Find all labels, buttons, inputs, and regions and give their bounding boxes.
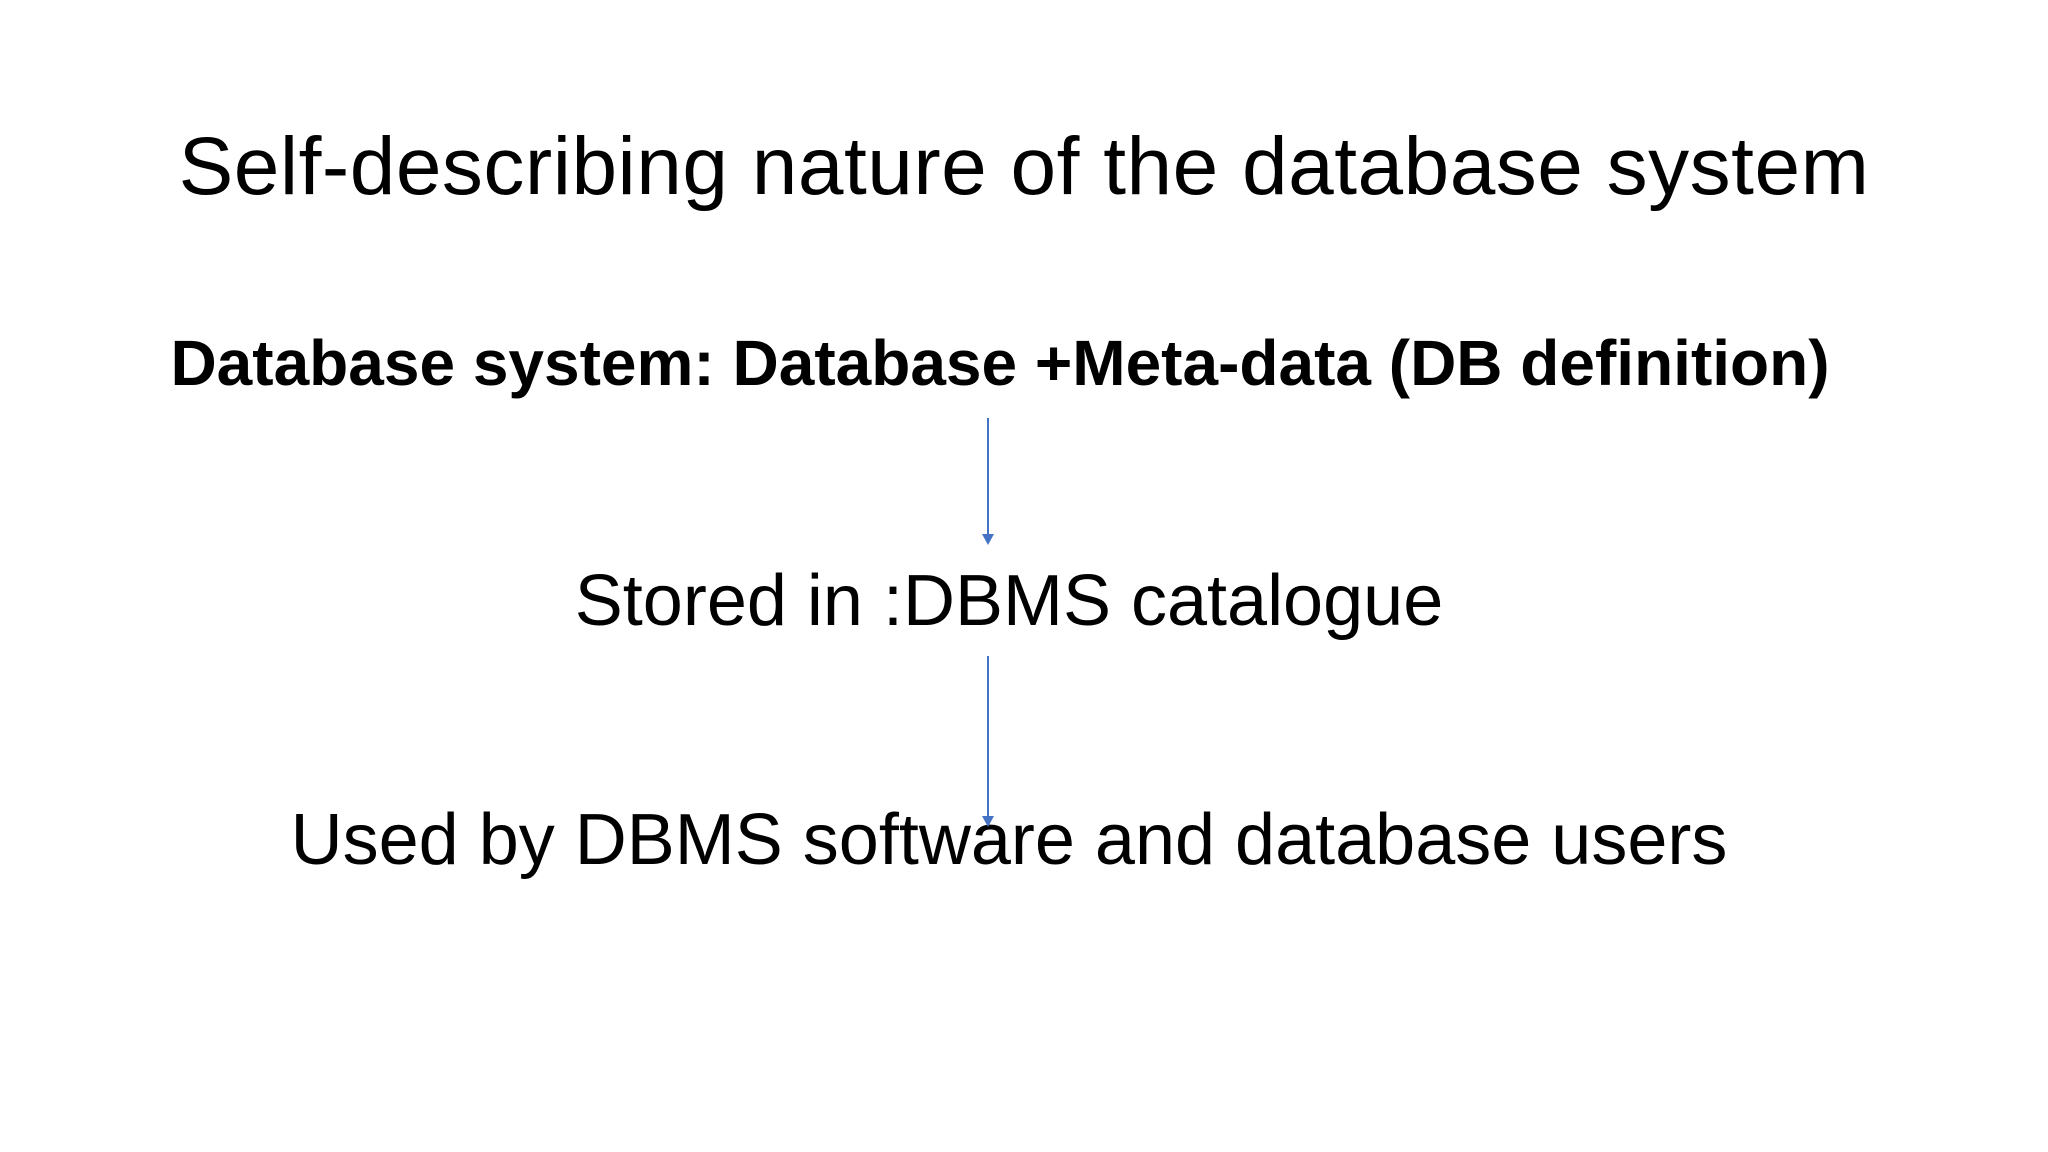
definition-text: Database system: Database +Meta-data (DB…: [170, 327, 1830, 399]
stored-in-text: Stored in :DBMS catalogue: [574, 561, 1444, 641]
arrow-definition-to-stored: [982, 418, 994, 545]
used-by-text: Used by DBMS software and database users: [290, 800, 1728, 880]
slide-title: Self-describing nature of the database s…: [178, 121, 1870, 212]
